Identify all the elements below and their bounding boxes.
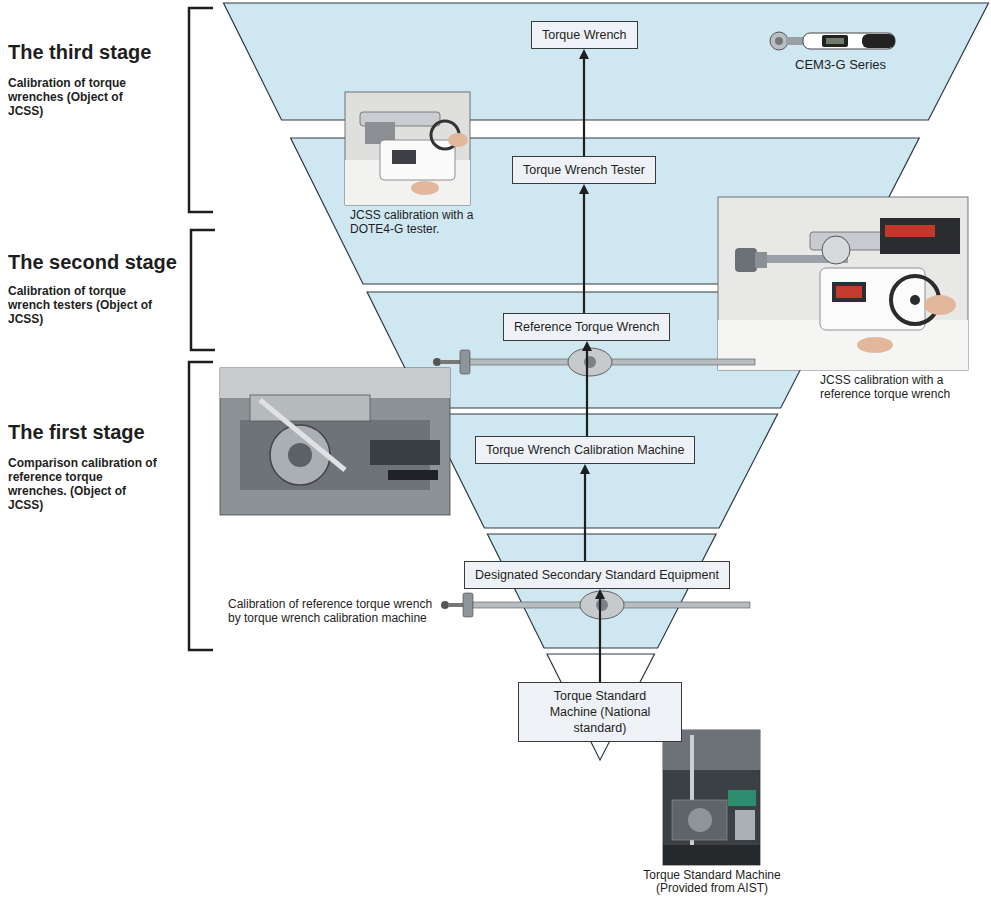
arrow-head bbox=[580, 464, 590, 474]
reference-wrench-drawing bbox=[433, 348, 755, 376]
reference-wrench-drawing bbox=[441, 601, 449, 609]
process-box: Torque Wrench Tester bbox=[512, 156, 656, 184]
stage-description: Comparison calibration of reference torq… bbox=[8, 456, 158, 512]
reference-wrench-drawing bbox=[584, 356, 596, 368]
hierarchy-band bbox=[487, 534, 716, 648]
arrow-line bbox=[599, 598, 601, 682]
flow-arrow bbox=[579, 184, 589, 313]
flow-arrow bbox=[580, 464, 590, 561]
photo-reference-calibration bbox=[718, 197, 968, 370]
reference-wrench-drawing bbox=[448, 603, 463, 607]
reference-wrench-drawing bbox=[470, 359, 755, 365]
reference-wrench-drawing bbox=[460, 350, 470, 374]
photo-tester bbox=[448, 133, 468, 147]
process-box: Designated Secondary Standard Equipment bbox=[464, 561, 730, 589]
stage-bracket bbox=[189, 8, 213, 212]
photo-standard-machine bbox=[663, 730, 760, 865]
wrench-icon bbox=[775, 37, 783, 45]
photo-tester bbox=[380, 140, 455, 180]
reference-wrench-drawing bbox=[433, 358, 441, 366]
photo-standard-machine bbox=[688, 808, 712, 832]
photo-calibration-machine bbox=[388, 470, 438, 480]
stage-bracket bbox=[191, 230, 215, 350]
reference-wrench-drawing bbox=[568, 348, 612, 376]
photo-standard-machine bbox=[663, 845, 760, 865]
process-box: Torque Wrench bbox=[531, 21, 638, 49]
reference-wrench-drawing bbox=[441, 591, 750, 619]
photo-caption: JCSS calibration with a DOTE4-G tester. bbox=[350, 208, 485, 236]
arrow-line bbox=[584, 473, 586, 561]
photo-standard-machine bbox=[735, 810, 755, 840]
stage-heading: The first stage bbox=[8, 420, 145, 444]
photo-tester bbox=[345, 92, 470, 205]
arrow-head bbox=[582, 341, 592, 351]
reference-wrench-drawing bbox=[440, 360, 460, 364]
photo-reference-calibration bbox=[910, 295, 920, 305]
hierarchy-band bbox=[224, 3, 989, 120]
photo-reference-calibration bbox=[880, 218, 960, 254]
arrow-head bbox=[579, 49, 589, 59]
photo-reference-calibration bbox=[832, 282, 866, 302]
box-label: Torque Wrench bbox=[542, 27, 627, 43]
wrench-icon bbox=[803, 33, 895, 49]
stage-description: Calibration of torque wrench testers (Ob… bbox=[8, 284, 158, 326]
photo-reference-calibration bbox=[885, 225, 935, 237]
photo-standard-machine bbox=[663, 730, 760, 865]
flow-arrow bbox=[595, 589, 605, 682]
wrench-icon bbox=[770, 32, 788, 50]
box-label: Torque Wrench Calibration Machine bbox=[486, 442, 684, 458]
reference-wrench-drawing bbox=[596, 599, 608, 611]
photo-reference-calibration bbox=[924, 295, 956, 315]
photo-caption: JCSS calibration with a reference torque… bbox=[820, 373, 980, 401]
photo-tester bbox=[411, 181, 439, 195]
photo-caption: Calibration of reference torque wrench b… bbox=[228, 597, 433, 625]
wrench-icon bbox=[770, 32, 895, 50]
box-label: Torque Standard Machine (National standa… bbox=[529, 688, 671, 736]
photo-reference-calibration bbox=[822, 236, 850, 264]
wrench-icon bbox=[862, 34, 895, 48]
process-box: Torque Wrench Calibration Machine bbox=[475, 436, 695, 464]
photo-standard-machine bbox=[728, 790, 756, 806]
wrench-icon bbox=[786, 37, 804, 45]
photo-calibration-machine bbox=[288, 443, 312, 467]
photo-calibration-machine bbox=[260, 400, 345, 470]
hierarchy-band bbox=[224, 3, 989, 648]
stage-heading: The second stage bbox=[8, 250, 177, 274]
box-label: Designated Secondary Standard Equipment bbox=[475, 567, 719, 583]
photo-calibration-machine bbox=[370, 440, 440, 465]
photo-calibration-machine bbox=[220, 368, 450, 515]
photo-calibration-machine bbox=[220, 368, 450, 398]
photo-caption: Torque Standard Machine (Provided from A… bbox=[637, 869, 787, 895]
stage-bracket bbox=[189, 8, 215, 650]
arrow-head bbox=[579, 184, 589, 194]
photo-reference-calibration bbox=[718, 197, 968, 370]
box-label: Reference Torque Wrench bbox=[514, 319, 659, 335]
flow-arrow bbox=[582, 341, 592, 436]
arrow-head bbox=[595, 589, 605, 599]
flow-arrow bbox=[579, 49, 589, 156]
reference-wrench-drawing bbox=[463, 593, 473, 617]
stage-heading: The third stage bbox=[8, 40, 151, 64]
photo-reference-calibration bbox=[755, 252, 767, 268]
box-label: Torque Wrench Tester bbox=[523, 162, 645, 178]
photo-tester bbox=[345, 92, 470, 205]
photo-reference-calibration bbox=[836, 286, 862, 298]
stage-bracket bbox=[189, 362, 213, 650]
arrow-line bbox=[586, 350, 588, 436]
photo-reference-calibration bbox=[735, 248, 757, 272]
arrow-line bbox=[583, 58, 585, 156]
hierarchy-band bbox=[428, 414, 778, 528]
photo-calibration-machine bbox=[220, 368, 450, 515]
wrench-icon bbox=[822, 35, 848, 47]
photo-tester bbox=[392, 150, 416, 164]
process-box: Torque Standard Machine (National standa… bbox=[518, 682, 682, 742]
wrench-icon bbox=[826, 38, 844, 44]
photo-standard-machine bbox=[672, 800, 727, 840]
photo-caption: CEM3-G Series bbox=[795, 58, 886, 72]
photo-reference-calibration bbox=[857, 337, 893, 353]
stage-description: Calibration of torque wrenches (Object o… bbox=[8, 76, 158, 118]
process-box: Reference Torque Wrench bbox=[503, 313, 670, 341]
arrow-line bbox=[583, 193, 585, 313]
